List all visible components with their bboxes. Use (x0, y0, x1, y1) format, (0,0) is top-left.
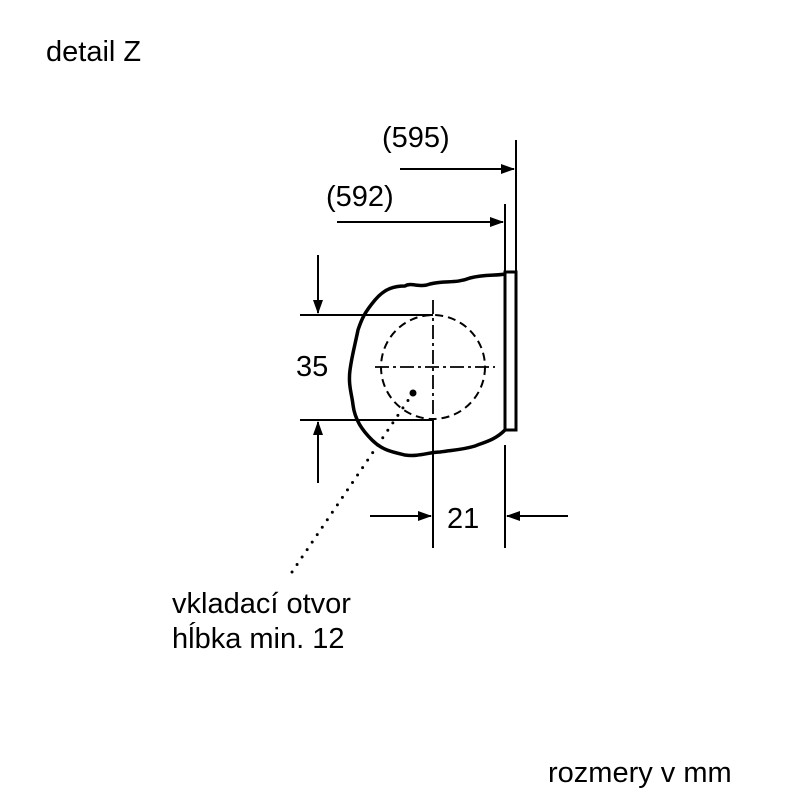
dimension-595 (400, 140, 517, 272)
annotation-line2: hĺbka min. 12 (172, 623, 345, 655)
center-lines (375, 300, 495, 420)
door-edge-plate (503, 270, 518, 432)
dim-label-592: (592) (326, 181, 394, 213)
units-note: rozmery v mm (548, 757, 732, 789)
leader-dotted (290, 389, 417, 574)
breakout-outline (347, 272, 507, 458)
detail-title: detail Z (46, 36, 142, 68)
dim-label-595: (595) (382, 122, 450, 154)
dim-label-21: 21 (447, 503, 480, 535)
annotation-line1: vkladací otvor (172, 588, 351, 620)
dimension-21 (370, 420, 568, 548)
dimension-592 (337, 204, 506, 272)
dimension-35 (300, 255, 433, 483)
dim-label-35: 35 (296, 351, 329, 383)
